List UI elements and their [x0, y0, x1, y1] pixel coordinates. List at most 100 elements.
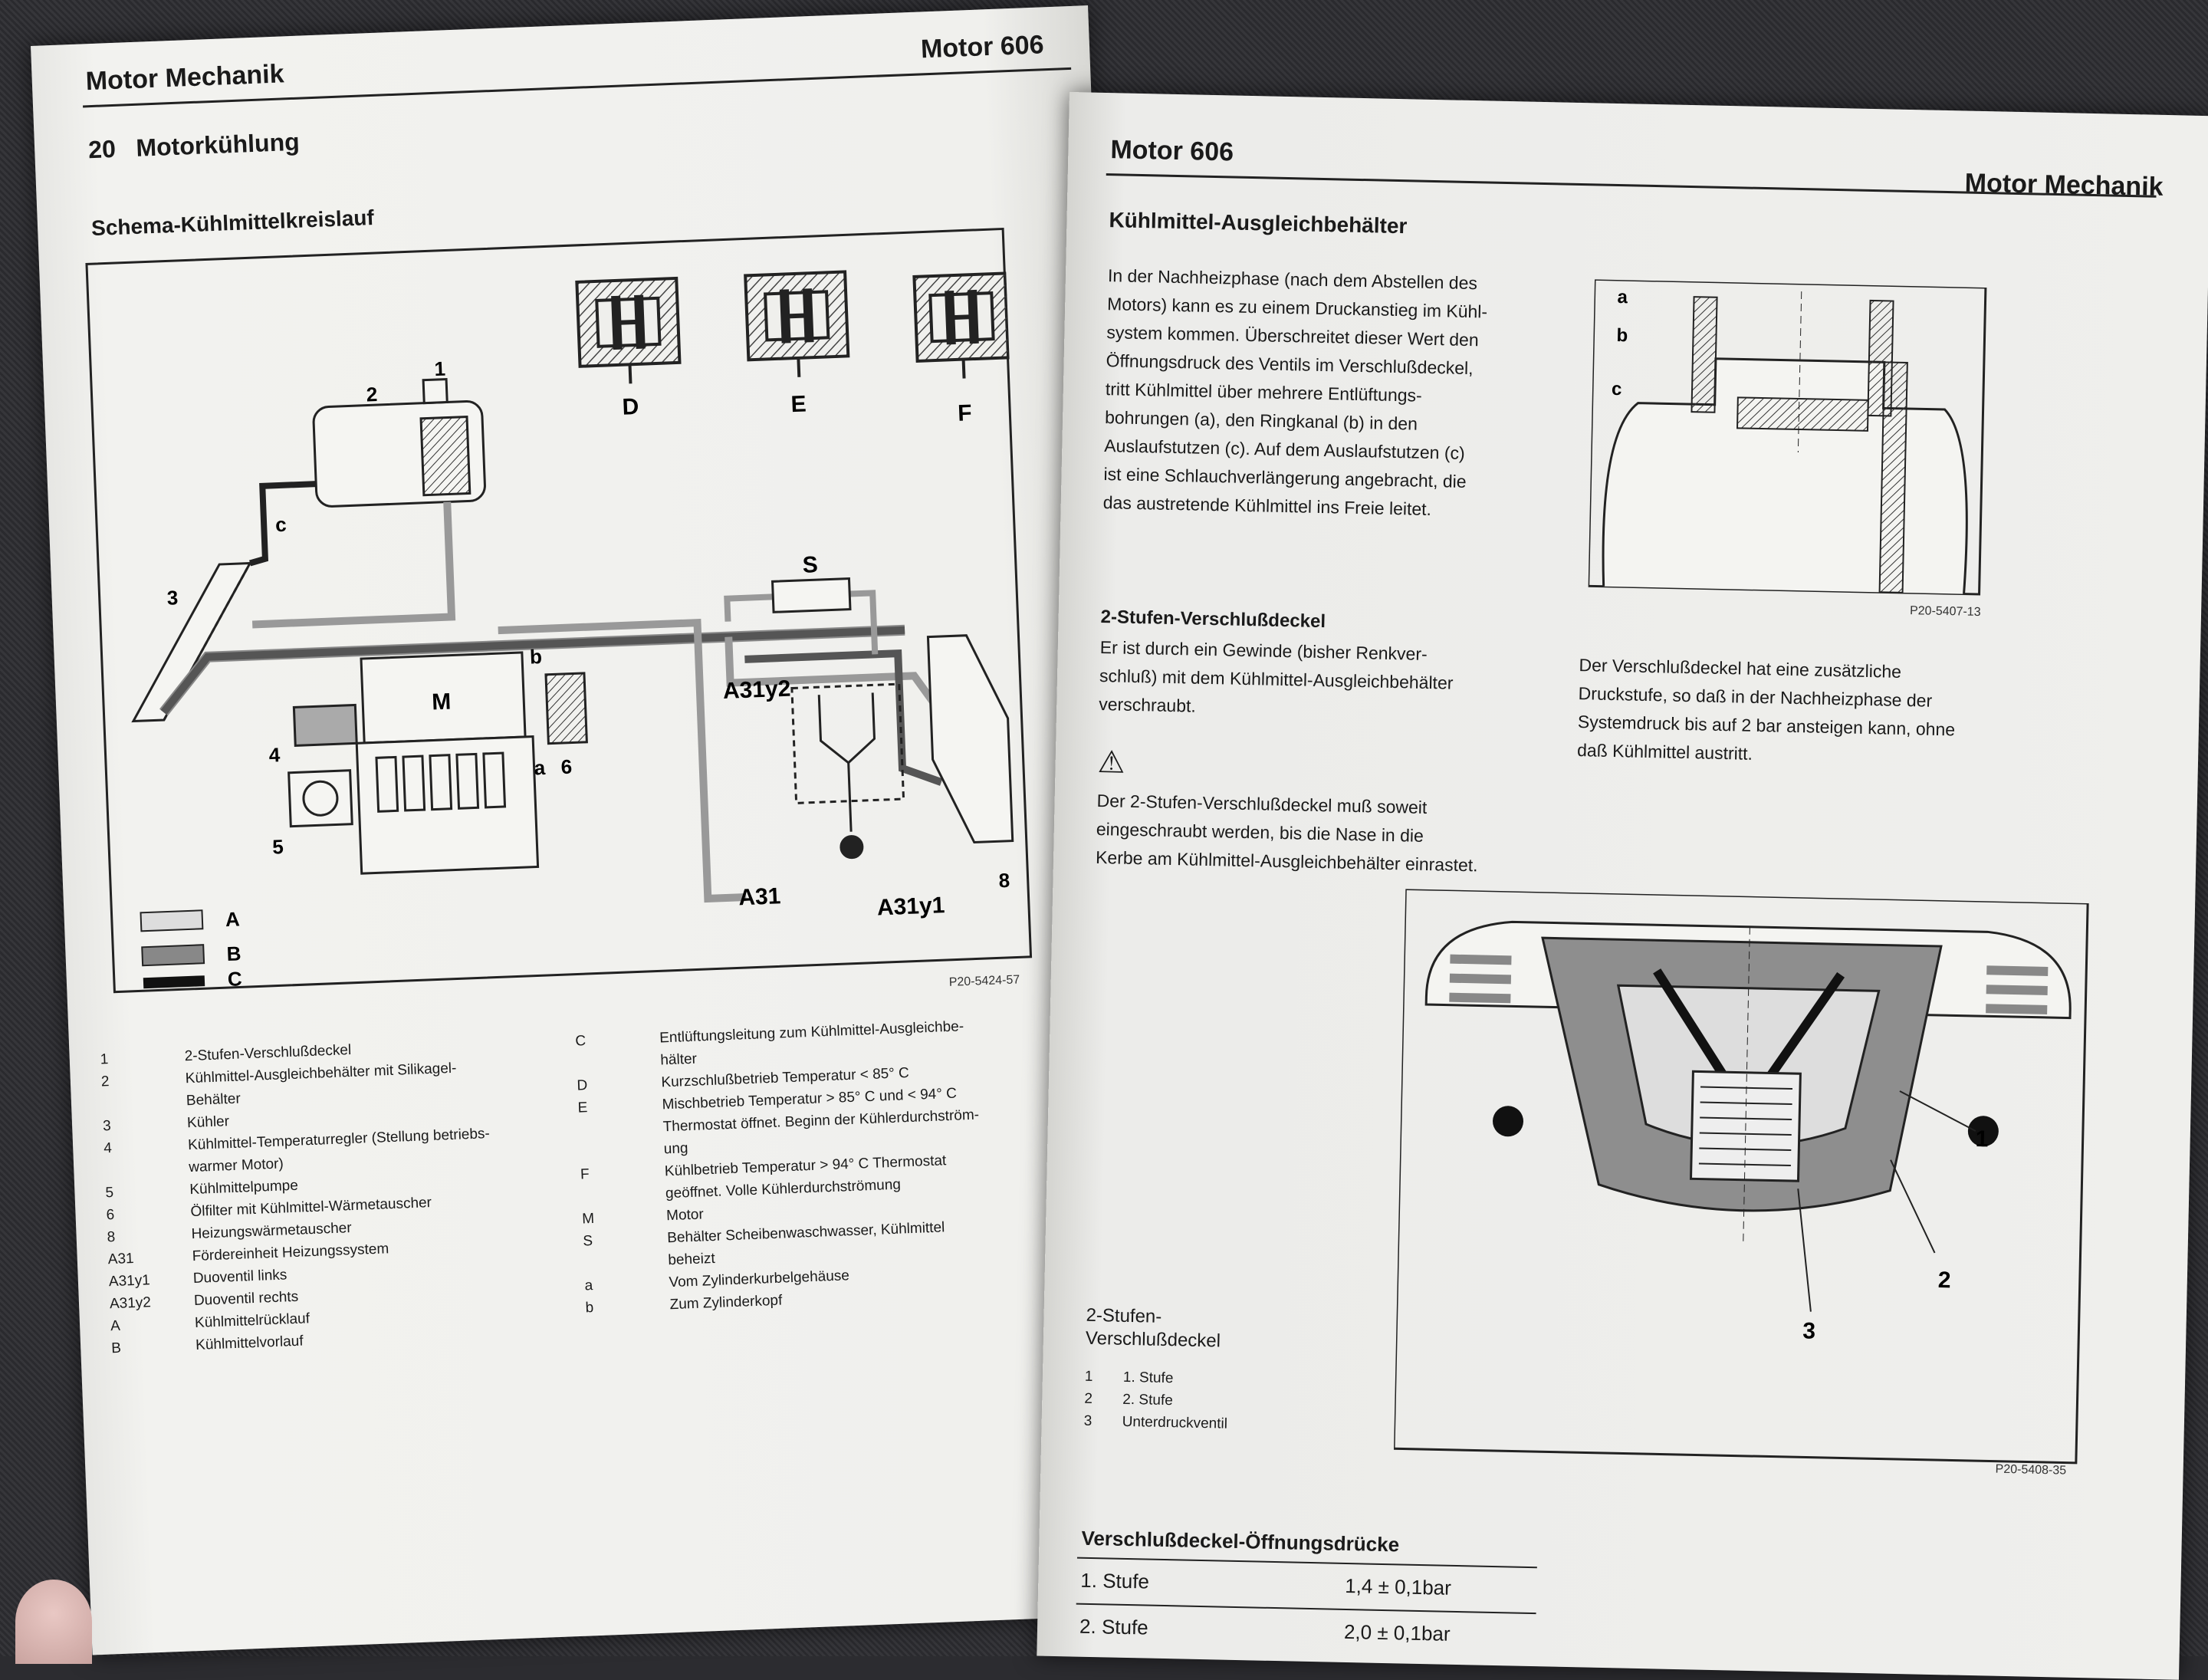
table-row-2-value: 2,0 ± 0,1bar	[1343, 1619, 1451, 1645]
legend-key	[576, 1049, 661, 1074]
section-title: Motorkühlung	[135, 127, 301, 162]
label-8: 8	[998, 869, 1010, 893]
legend-key	[104, 1156, 189, 1182]
figure2-legend: 1 1. Stufe 2 2. Stufe 3 Unterdruckventil	[1083, 1366, 1361, 1438]
expansion-tank	[312, 377, 486, 508]
subsection-title: 2-Stufen-Verschlußdeckel	[1100, 607, 1326, 633]
paragraph-nachheizphase: In der Nachheizphase (nach dem Abstellen…	[1102, 261, 1568, 526]
legend-key: A	[110, 1317, 121, 1335]
legend-text: hälter	[659, 1050, 698, 1069]
label-4: 4	[268, 743, 281, 767]
legend-key: 3	[102, 1118, 112, 1135]
legend-key: B	[110, 1340, 122, 1357]
label-6: 6	[560, 755, 573, 779]
legend-row: 3 Unterdruckventil	[1083, 1410, 1360, 1438]
label-fig2-3: 3	[1802, 1318, 1815, 1343]
heater-core	[926, 634, 1014, 844]
legend-key	[579, 1138, 664, 1163]
legend-key: A31y1	[108, 1272, 151, 1290]
legend-key	[581, 1182, 666, 1208]
section-number: 20	[87, 134, 117, 164]
two-stage-cap-cross-section: 1 2 3	[1393, 889, 2089, 1465]
legend-key: M	[581, 1210, 595, 1228]
legend-key: b	[585, 1300, 594, 1317]
label-5: 5	[272, 835, 284, 859]
coolant-circuit-diagram: D E F 1 2 c 3	[85, 227, 1033, 994]
section-heading: 20 Motorkühlung	[88, 128, 301, 165]
label-d: D	[622, 394, 639, 420]
label-b: b	[529, 645, 542, 669]
label-fig1-a: a	[1617, 287, 1628, 307]
table-rule-mid	[1076, 1603, 1536, 1615]
legend-text: Kühlmittelvorlauf	[195, 1333, 304, 1353]
legend-swatch-b	[141, 944, 205, 967]
label-e: E	[790, 392, 807, 418]
label-1: 1	[434, 357, 446, 381]
legend-text: beheizt	[668, 1250, 716, 1269]
label-a31y1: A31y1	[876, 893, 945, 920]
legend-swatch-a	[140, 909, 204, 932]
legend-key	[583, 1249, 669, 1274]
thermostat-state-e-icon	[744, 270, 850, 377]
warning-icon: ⚠	[1097, 745, 1126, 780]
table-row-2-label: 2. Stufe	[1079, 1614, 1149, 1639]
engine-block	[355, 651, 540, 875]
label-a31y2: A31y2	[722, 676, 791, 704]
table-title: Verschlußdeckel-Öffnungsdrücke	[1081, 1526, 1400, 1557]
legend-swatch-c	[143, 975, 205, 989]
label-fig1-c: c	[1612, 379, 1622, 399]
paragraph-druckstufe: Der Verschlußdeckel hat eine zusätzliche…	[1577, 651, 2009, 774]
coolant-pump	[288, 769, 353, 828]
left-running-header: Motor Mechanik	[85, 59, 285, 97]
label-fig2-1: 1	[1975, 1126, 1988, 1152]
legend-key: 2	[1084, 1390, 1093, 1407]
legend-text: 1. Stufe	[1122, 1369, 1174, 1387]
thermostat	[292, 703, 358, 747]
caption-line: 2-Stufen-	[1086, 1304, 1162, 1327]
legend-text: Kühler	[186, 1113, 230, 1132]
figure2-code: P20-5408-35	[1995, 1462, 2067, 1478]
table-row-1-value: 1,4 ± 0,1bar	[1344, 1573, 1452, 1599]
label-m: M	[432, 689, 452, 715]
legend-label-c: C	[227, 967, 242, 991]
label-a: a	[534, 756, 546, 780]
washer-reservoir	[770, 577, 852, 613]
table-row-1-label: 1. Stufe	[1080, 1568, 1150, 1593]
figure-title: Schema-Kühlmittelkreislauf	[90, 205, 375, 241]
label-fig1-b: b	[1616, 325, 1628, 346]
legend-text: Zum Zylinderkopf	[669, 1292, 783, 1313]
figure2-caption: 2-Stufen-Verschlußdeckel	[1086, 1304, 1221, 1353]
legend-key: E	[577, 1100, 588, 1116]
right-running-header-right: Motor Mechanik	[1964, 168, 2164, 202]
legend-key: 5	[105, 1184, 114, 1202]
legend-key: D	[577, 1077, 588, 1094]
legend-key: 3	[1083, 1412, 1092, 1429]
legend-key: S	[582, 1233, 593, 1250]
label-s: S	[802, 552, 818, 578]
oil-filter	[544, 672, 588, 745]
legend-key: 8	[107, 1228, 116, 1246]
figure1-code: P20-5407-13	[1909, 604, 1981, 620]
legend-key	[101, 1090, 186, 1115]
label-fig2-2: 2	[1937, 1267, 1950, 1293]
radiator	[131, 561, 252, 723]
legend-text: Motor	[665, 1206, 705, 1225]
legend-key: 6	[106, 1206, 115, 1224]
left-page: Motor Mechanik Motor 606 20 Motorkühlung…	[31, 5, 1150, 1655]
label-c: c	[275, 513, 288, 537]
legend-text: 2. Stufe	[1122, 1391, 1174, 1409]
caption-line: Verschlußdeckel	[1085, 1327, 1221, 1352]
tank-neck-cross-section: a b c	[1588, 279, 1987, 596]
label-3: 3	[166, 586, 179, 610]
legend-text: Unterdruckventil	[1122, 1413, 1228, 1432]
legend-text: Behälter	[186, 1090, 242, 1110]
thumb	[15, 1580, 92, 1664]
legend-key: A31y2	[109, 1294, 152, 1313]
legend-key: 1	[100, 1051, 109, 1068]
thermostat-state-d-icon	[575, 276, 682, 384]
right-running-header: Motor 606	[1110, 135, 1234, 167]
legend-key: 1	[1084, 1368, 1093, 1386]
left-running-header-right: Motor 606	[920, 30, 1045, 64]
